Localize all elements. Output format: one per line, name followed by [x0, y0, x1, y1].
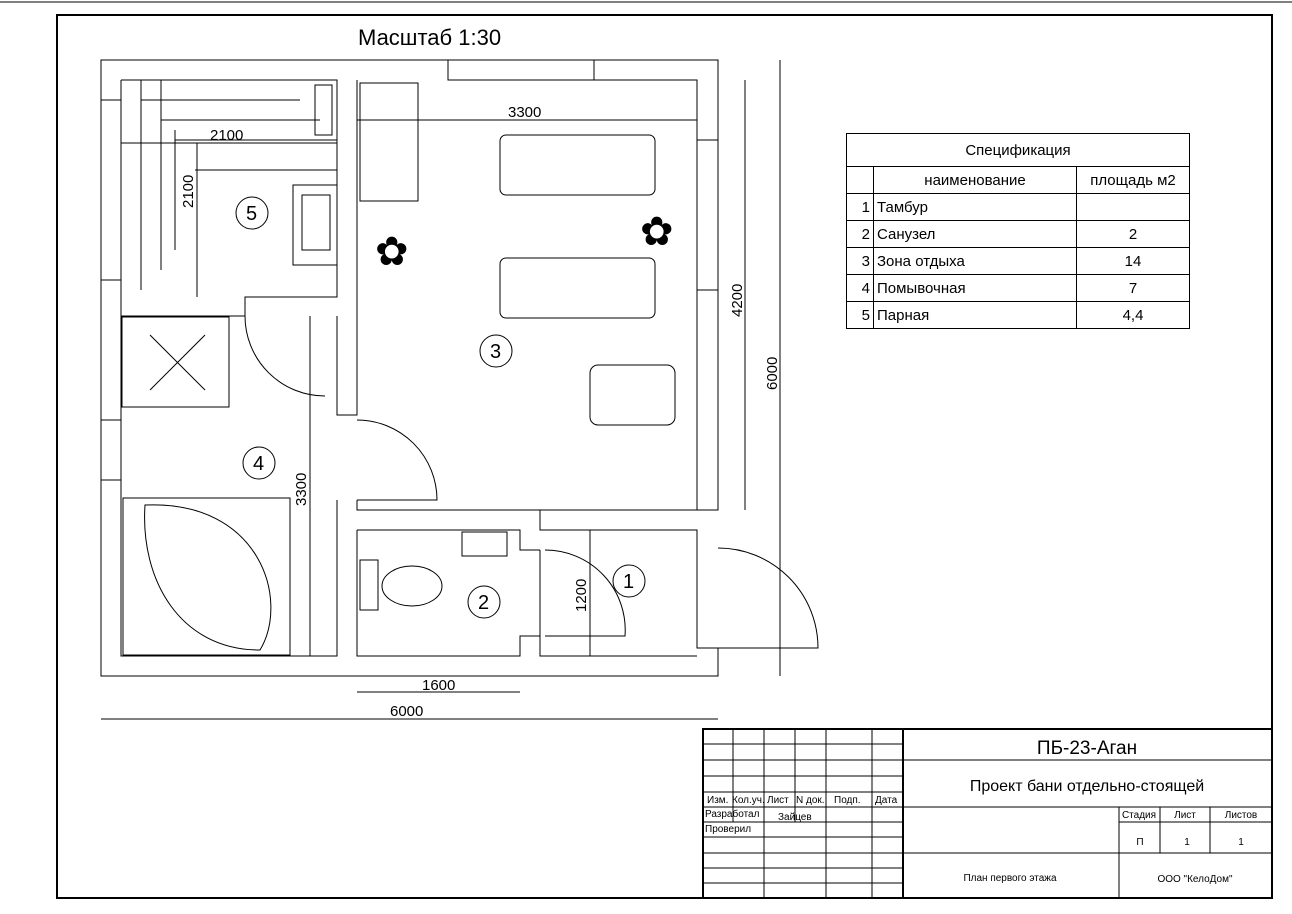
- dim-sauna-width: 2100: [210, 127, 243, 144]
- room-label-1: 1: [623, 571, 634, 593]
- col-list: Лист: [767, 795, 789, 806]
- company-name: ООО "КелоДом": [1157, 874, 1233, 885]
- developer-name: Зайцев: [778, 812, 812, 823]
- spec-col-name: наименование: [873, 166, 1077, 194]
- sauna-benches: [140, 80, 338, 290]
- stage-value: П: [1136, 837, 1143, 848]
- wardrobe-icon: [359, 82, 419, 202]
- project-title: Проект бани отдельно-стоящей: [970, 778, 1204, 795]
- col-izm: Изм.: [707, 795, 728, 806]
- scale-title: Масштаб 1:30: [358, 25, 501, 50]
- stove-icon: [292, 184, 338, 266]
- dim-wash-depth: 3300: [293, 473, 310, 506]
- sheets-value: 1: [1238, 837, 1244, 848]
- sheet-value: 1: [1184, 837, 1190, 848]
- dim-total-depth: 6000: [764, 357, 781, 390]
- title-block-grid: [702, 728, 1273, 899]
- col-podp: Подп.: [834, 795, 861, 806]
- plant-icon: ✿: [640, 210, 674, 254]
- spec-col-area: площадь м2: [1076, 166, 1190, 194]
- toilet-icon: [381, 565, 443, 607]
- dim-sauna-depth: 2100: [180, 175, 197, 208]
- armchair-icon: [589, 364, 676, 426]
- sheet-frame: [56, 14, 1273, 899]
- dimension-lines: [101, 60, 781, 720]
- col-kol-uch: Кол.уч.: [732, 795, 765, 806]
- room-markers: 1 2 3 4 5: [235, 196, 646, 619]
- dim-total-width: 6000: [390, 703, 423, 720]
- toilet-tank-icon: [359, 559, 379, 611]
- sofa-icon: [499, 134, 656, 196]
- dim-rest-width: 3300: [508, 104, 541, 121]
- sheets-label: Листов: [1225, 810, 1258, 821]
- stage-label: Стадия: [1122, 810, 1156, 821]
- drawing-name: План первого этажа: [963, 873, 1057, 884]
- doors: [244, 315, 819, 649]
- room-label-5: 5: [246, 203, 257, 225]
- dim-bath-depth: 1200: [573, 579, 590, 612]
- developed-label: Разработал: [705, 808, 760, 820]
- furniture: ✿ ✿: [121, 82, 676, 656]
- plant-icon: ✿: [375, 230, 409, 274]
- sofa-icon: [499, 257, 656, 319]
- dim-bath-width: 1600: [422, 677, 455, 694]
- room-label-2: 2: [478, 592, 489, 614]
- room-label-3: 3: [490, 341, 501, 363]
- dim-rest-depth: 4200: [729, 284, 746, 317]
- room-label-4: 4: [253, 453, 264, 475]
- sheet-label: Лист: [1174, 810, 1196, 821]
- col-data: Дата: [875, 795, 898, 806]
- drawing-code: ПБ-23-Аган: [1037, 738, 1137, 759]
- sink-icon: [461, 531, 508, 557]
- bathtub-icon: [122, 497, 291, 656]
- checked-label: Проверил: [705, 824, 751, 835]
- spec-title: Спецификация: [846, 133, 1190, 167]
- walls: [100, 59, 719, 677]
- col-n-dok: N док.: [796, 795, 825, 806]
- shower-icon: [121, 316, 230, 408]
